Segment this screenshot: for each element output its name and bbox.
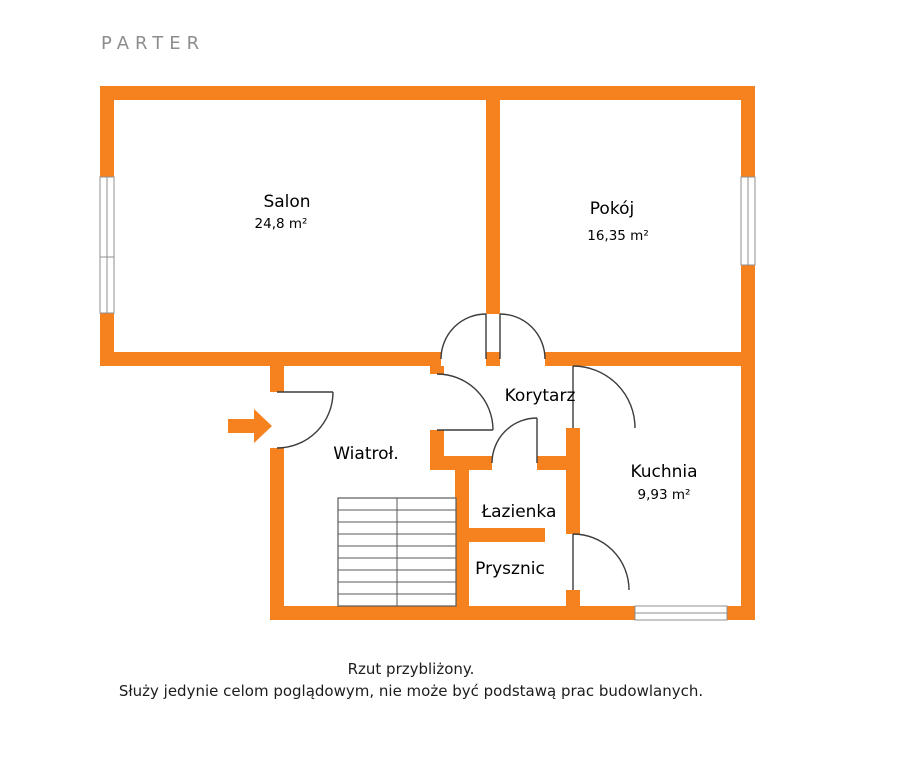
room-label-wiatrol: Wiatroł.: [333, 444, 399, 464]
window-left-upper: [99, 176, 115, 258]
room-label-kuchnia: Kuchnia: [630, 462, 697, 482]
wall-segment: [455, 528, 545, 542]
disclaimer: Rzut przybliżony. Służy jedynie celom po…: [0, 658, 822, 702]
wall-segment: [545, 352, 755, 366]
room-label-korytarz: Korytarz: [505, 386, 576, 406]
door-pokoj: [499, 313, 546, 360]
wall-segment: [100, 86, 114, 177]
wall-segment: [727, 606, 755, 620]
wall-segment: [100, 352, 441, 366]
window-bottom: [634, 605, 728, 621]
doors: [276, 313, 636, 591]
wall-segment: [270, 448, 284, 620]
walls: [100, 86, 755, 620]
wall-segment: [270, 366, 284, 392]
wall-segment: [430, 366, 444, 374]
wall-segment: [430, 430, 444, 456]
door-wiatrol-korytarz: [436, 373, 494, 431]
wall-segment: [270, 606, 635, 620]
wall-segment: [486, 352, 500, 366]
door-lazienka: [491, 417, 538, 464]
room-area-kuchnia: 9,93 m²: [638, 487, 691, 503]
wall-segment: [741, 265, 755, 620]
room-area-salon: 24,8 m²: [255, 216, 308, 232]
wall-segment: [100, 86, 755, 100]
wall-segment: [486, 100, 500, 314]
entry-arrow-icon: [228, 409, 272, 443]
windows: [99, 176, 756, 621]
window-left-lower: [99, 256, 115, 314]
wall-segment: [566, 428, 580, 534]
plan-title: PARTER: [101, 33, 206, 54]
disclaimer-line2: Służy jedynie celom poglądowym, nie może…: [118, 682, 704, 700]
stairs: [337, 497, 457, 607]
wall-segment: [741, 86, 755, 177]
room-label-lazienka: Łazienka: [481, 502, 557, 522]
room-label-salon: Salon: [263, 192, 310, 212]
room-label-prysznic: Prysznic: [475, 559, 545, 579]
door-salon: [440, 313, 487, 360]
window-right: [740, 176, 756, 266]
room-label-pokoj: Pokój: [590, 199, 634, 219]
door-kuchnia: [572, 365, 636, 429]
room-labels: Salon 24,8 m² Pokój 16,35 m² Korytarz Wi…: [255, 192, 698, 579]
wall-segment: [430, 456, 492, 470]
room-area-pokoj: 16,35 m²: [587, 228, 649, 244]
disclaimer-line1: Rzut przybliżony.: [347, 660, 475, 678]
door-entry: [276, 391, 334, 449]
door-kuchnia-prysznic: [572, 533, 630, 591]
wall-segment: [566, 590, 580, 606]
